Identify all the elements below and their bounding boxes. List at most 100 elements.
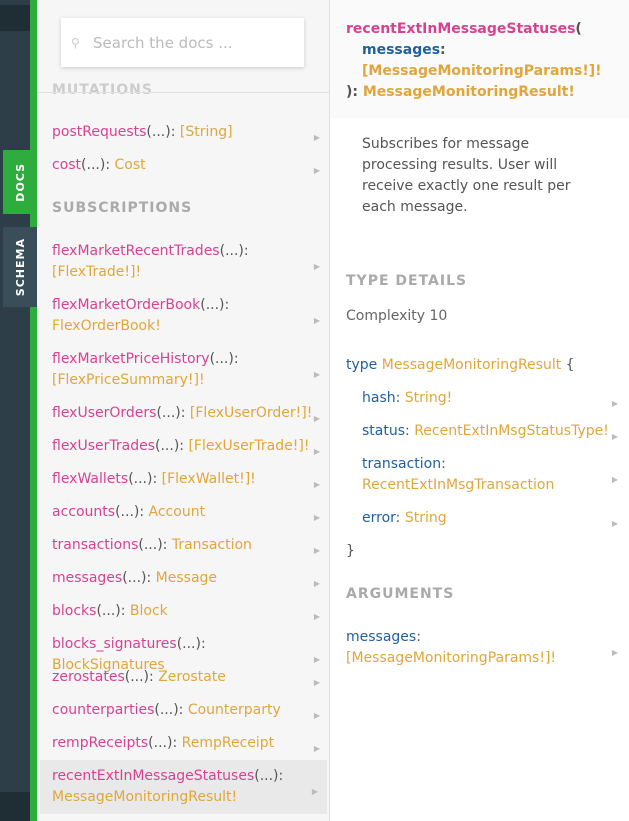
type-field-name: error <box>362 510 396 526</box>
type-field-error[interactable]: error: String ▶ <box>362 508 624 529</box>
type-field-hash[interactable]: hash: String! ▶ <box>362 388 624 409</box>
doc-detail-pane: recentExtInMessageStatuses( messages:[Me… <box>330 0 629 821</box>
field-sep: : <box>152 471 162 487</box>
field-flexWallets[interactable]: flexWallets(...): [FlexWallet!]! ▶ <box>52 469 320 490</box>
field-recentExtInMessageStatuses[interactable]: recentExtInMessageStatuses(...):MessageM… <box>40 760 327 814</box>
field-flexUserTrades[interactable]: flexUserTrades(...): [FlexUserTrade!]! ▶ <box>52 436 320 457</box>
field-name: flexMarketOrderBook <box>52 297 201 313</box>
type-field-type[interactable]: String! <box>404 390 453 406</box>
field-name: recentExtInMessageStatuses <box>52 768 255 784</box>
field-flexMarketRecentTrades[interactable]: flexMarketRecentTrades(...):[FlexTrade!]… <box>52 241 320 283</box>
field-type: BlockSignatures <box>52 657 165 673</box>
field-name: flexUserOrders <box>52 405 157 421</box>
field-cost[interactable]: cost(...): Cost ▶ <box>52 155 320 176</box>
field-postRequests[interactable]: postRequests(...): [String] ▶ <box>52 122 320 143</box>
arg-type[interactable]: [MessageMonitoringParams!]! <box>362 63 602 79</box>
field-name: blocks_signatures <box>52 636 177 652</box>
field-counterparties[interactable]: counterparties(...): Counterparty ▶ <box>52 700 320 721</box>
type-field-type[interactable]: String <box>404 510 447 526</box>
rail-top-bar <box>0 5 30 31</box>
type-field-type[interactable]: RecentExtInMsgStatusType! <box>414 423 609 439</box>
field-signature: recentExtInMessageStatuses( <box>346 19 582 40</box>
type-field-name: transaction <box>362 456 442 472</box>
field-sep: : <box>146 570 156 586</box>
argument-type[interactable]: [MessageMonitoringParams!]! <box>346 650 557 666</box>
field-type: Transaction <box>171 537 252 553</box>
field-sep: : <box>162 537 172 553</box>
type-field-name: hash <box>362 390 396 406</box>
field-flexMarketPriceHistory[interactable]: flexMarketPriceHistory(...):[FlexPriceSu… <box>52 349 320 391</box>
arguments-title: ARGUMENTS <box>346 586 455 602</box>
detail-header <box>330 0 629 118</box>
field-type: Cost <box>114 157 146 173</box>
chevron-right-icon: ▶ <box>313 165 320 175</box>
field-args: (...) <box>115 504 140 520</box>
field-sep: : <box>179 438 189 454</box>
schema-tab[interactable]: SCHEMA <box>3 227 37 307</box>
detail-field-name: recentExtInMessageStatuses <box>346 21 576 37</box>
field-type: Counterparty <box>187 702 281 718</box>
field-messages[interactable]: messages(...): Message ▶ <box>52 568 320 589</box>
field-type: FlexOrderBook! <box>52 318 161 334</box>
type-field-sep: : <box>395 390 405 406</box>
field-name: postRequests <box>52 124 147 140</box>
field-type: RempReceipt <box>181 735 275 751</box>
chevron-right-icon: ▶ <box>611 398 618 408</box>
field-type: [String] <box>179 124 233 140</box>
field-flexMarketOrderBook[interactable]: flexMarketOrderBook(...):FlexOrderBook! … <box>52 295 320 337</box>
field-args: (...) <box>156 405 181 421</box>
argument-sep: : <box>416 629 421 645</box>
chevron-right-icon: ▶ <box>313 316 320 325</box>
field-blocks[interactable]: blocks(...): Block ▶ <box>52 601 320 622</box>
field-args: (...) <box>176 636 201 652</box>
type-field-type[interactable]: RecentExtInMsgTransaction <box>362 477 555 493</box>
field-accounts[interactable]: accounts(...): Account ▶ <box>52 502 320 523</box>
field-transactions[interactable]: transactions(...): Transaction ▶ <box>52 535 320 556</box>
field-type: [FlexTrade!]! <box>52 264 142 280</box>
field-args: (...) <box>138 537 163 553</box>
field-name: flexWallets <box>52 471 129 487</box>
field-name: flexUserTrades <box>52 438 156 454</box>
docs-tab[interactable]: DOCS <box>3 150 37 214</box>
type-field-status[interactable]: status: RecentExtInMsgStatusType! ▶ <box>362 421 624 442</box>
chevron-right-icon: ▶ <box>611 431 618 441</box>
field-sep: : <box>105 157 115 173</box>
argument-messages[interactable]: messages:[MessageMonitoringParams!]! ▶ <box>346 627 624 669</box>
rail-accent <box>30 0 37 821</box>
type-field-sep: : <box>395 510 405 526</box>
field-args: (...) <box>219 243 244 259</box>
chevron-right-icon: ▶ <box>611 518 618 528</box>
field-name: rempReceipts <box>52 735 149 751</box>
field-sep: : <box>149 669 159 685</box>
chevron-right-icon: ▶ <box>313 677 320 687</box>
close-paren: ): <box>346 84 363 100</box>
rail-bottom-bar <box>0 792 30 821</box>
field-rempReceipts[interactable]: rempReceipts(...): RempReceipt ▶ <box>52 733 320 754</box>
open-paren: ( <box>575 21 582 37</box>
field-args: (...) <box>200 297 225 313</box>
field-args: (...) <box>146 124 171 140</box>
chevron-right-icon: ▶ <box>311 787 318 796</box>
type-name[interactable]: MessageMonitoringResult <box>381 357 562 373</box>
field-type: [FlexUserTrade!]! <box>188 438 310 454</box>
chevron-right-icon: ▶ <box>313 743 320 753</box>
mutations-title: MUTATIONS <box>52 82 153 98</box>
left-rail <box>0 0 30 821</box>
return-type[interactable]: MessageMonitoringResult! <box>362 84 575 100</box>
field-sep: : <box>278 768 284 784</box>
field-type: Account <box>148 504 206 520</box>
field-args: (...) <box>209 351 234 367</box>
signature-arg[interactable]: messages:[MessageMonitoringParams!]! <box>362 40 602 82</box>
complexity: Complexity 10 <box>346 308 448 324</box>
field-blocks-signatures[interactable]: blocks_signatures(...): BlockSignatures … <box>52 634 320 676</box>
search-box[interactable]: ⚲ <box>61 18 304 67</box>
type-field-transaction[interactable]: transaction:RecentExtInMsgTransaction ▶ <box>362 454 624 496</box>
field-args: (...) <box>154 702 179 718</box>
field-flexUserOrders[interactable]: flexUserOrders(...): [FlexUserOrder!]! ▶ <box>52 403 320 424</box>
chevron-right-icon: ▶ <box>313 578 320 588</box>
signature-return: ): MessageMonitoringResult! <box>346 82 575 103</box>
field-name: messages <box>52 570 123 586</box>
type-field-sep: : <box>405 423 415 439</box>
search-input[interactable] <box>91 32 295 53</box>
field-zerostates[interactable]: zerostates(...): Zerostate ▶ <box>52 667 320 688</box>
